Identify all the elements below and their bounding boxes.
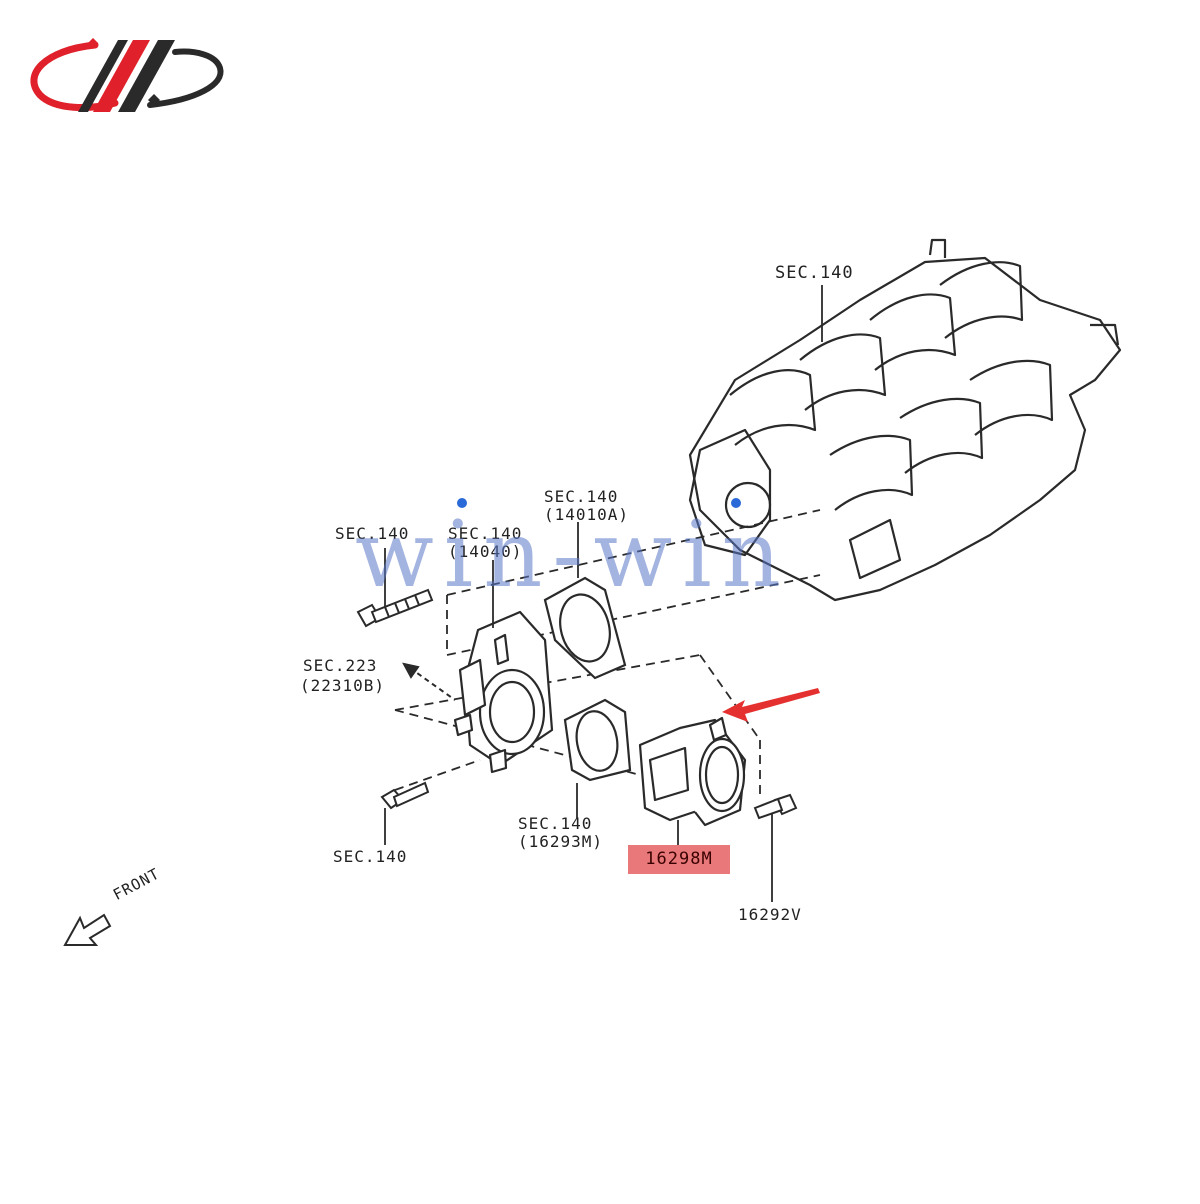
bracket-part-label: (14040): [448, 542, 523, 561]
throttle-body-part-label: 16298M: [628, 845, 730, 874]
sensor-section-label: SEC.223: [303, 656, 378, 675]
bracket-assembly: [453, 610, 554, 774]
gasket-14010a: [543, 576, 627, 680]
gasket-16293m: [563, 698, 632, 782]
gasket2-section-label: SEC.140: [518, 814, 593, 833]
intake-manifold: [688, 238, 1122, 602]
manifold-section-label: SEC.140: [775, 263, 854, 283]
sensor-direction-arrow: [402, 662, 456, 701]
sensor-part-label: (22310B): [300, 676, 386, 695]
bolt-top: [356, 588, 434, 628]
screw-part-label: 16292V: [738, 905, 802, 924]
bolt-bottom-left: [380, 781, 430, 810]
highlight-arrow: [722, 688, 820, 722]
screw-16292v: [753, 793, 798, 820]
bolt-bottom-section-label: SEC.140: [333, 847, 408, 866]
front-arrow-icon: [63, 913, 112, 946]
leader-lines: [384, 285, 823, 902]
brand-logo: [30, 38, 224, 112]
throttle-body-16298m: [638, 716, 747, 827]
gasket2-part-label: (16293M): [518, 832, 604, 851]
bracket-section-label: SEC.140: [448, 524, 523, 543]
bolt-top-section-label: SEC.140: [335, 524, 410, 543]
watermark-text: win-win: [355, 501, 791, 608]
gasket-part-label: (14010A): [544, 505, 630, 524]
gasket-section-label: SEC.140: [544, 487, 619, 506]
